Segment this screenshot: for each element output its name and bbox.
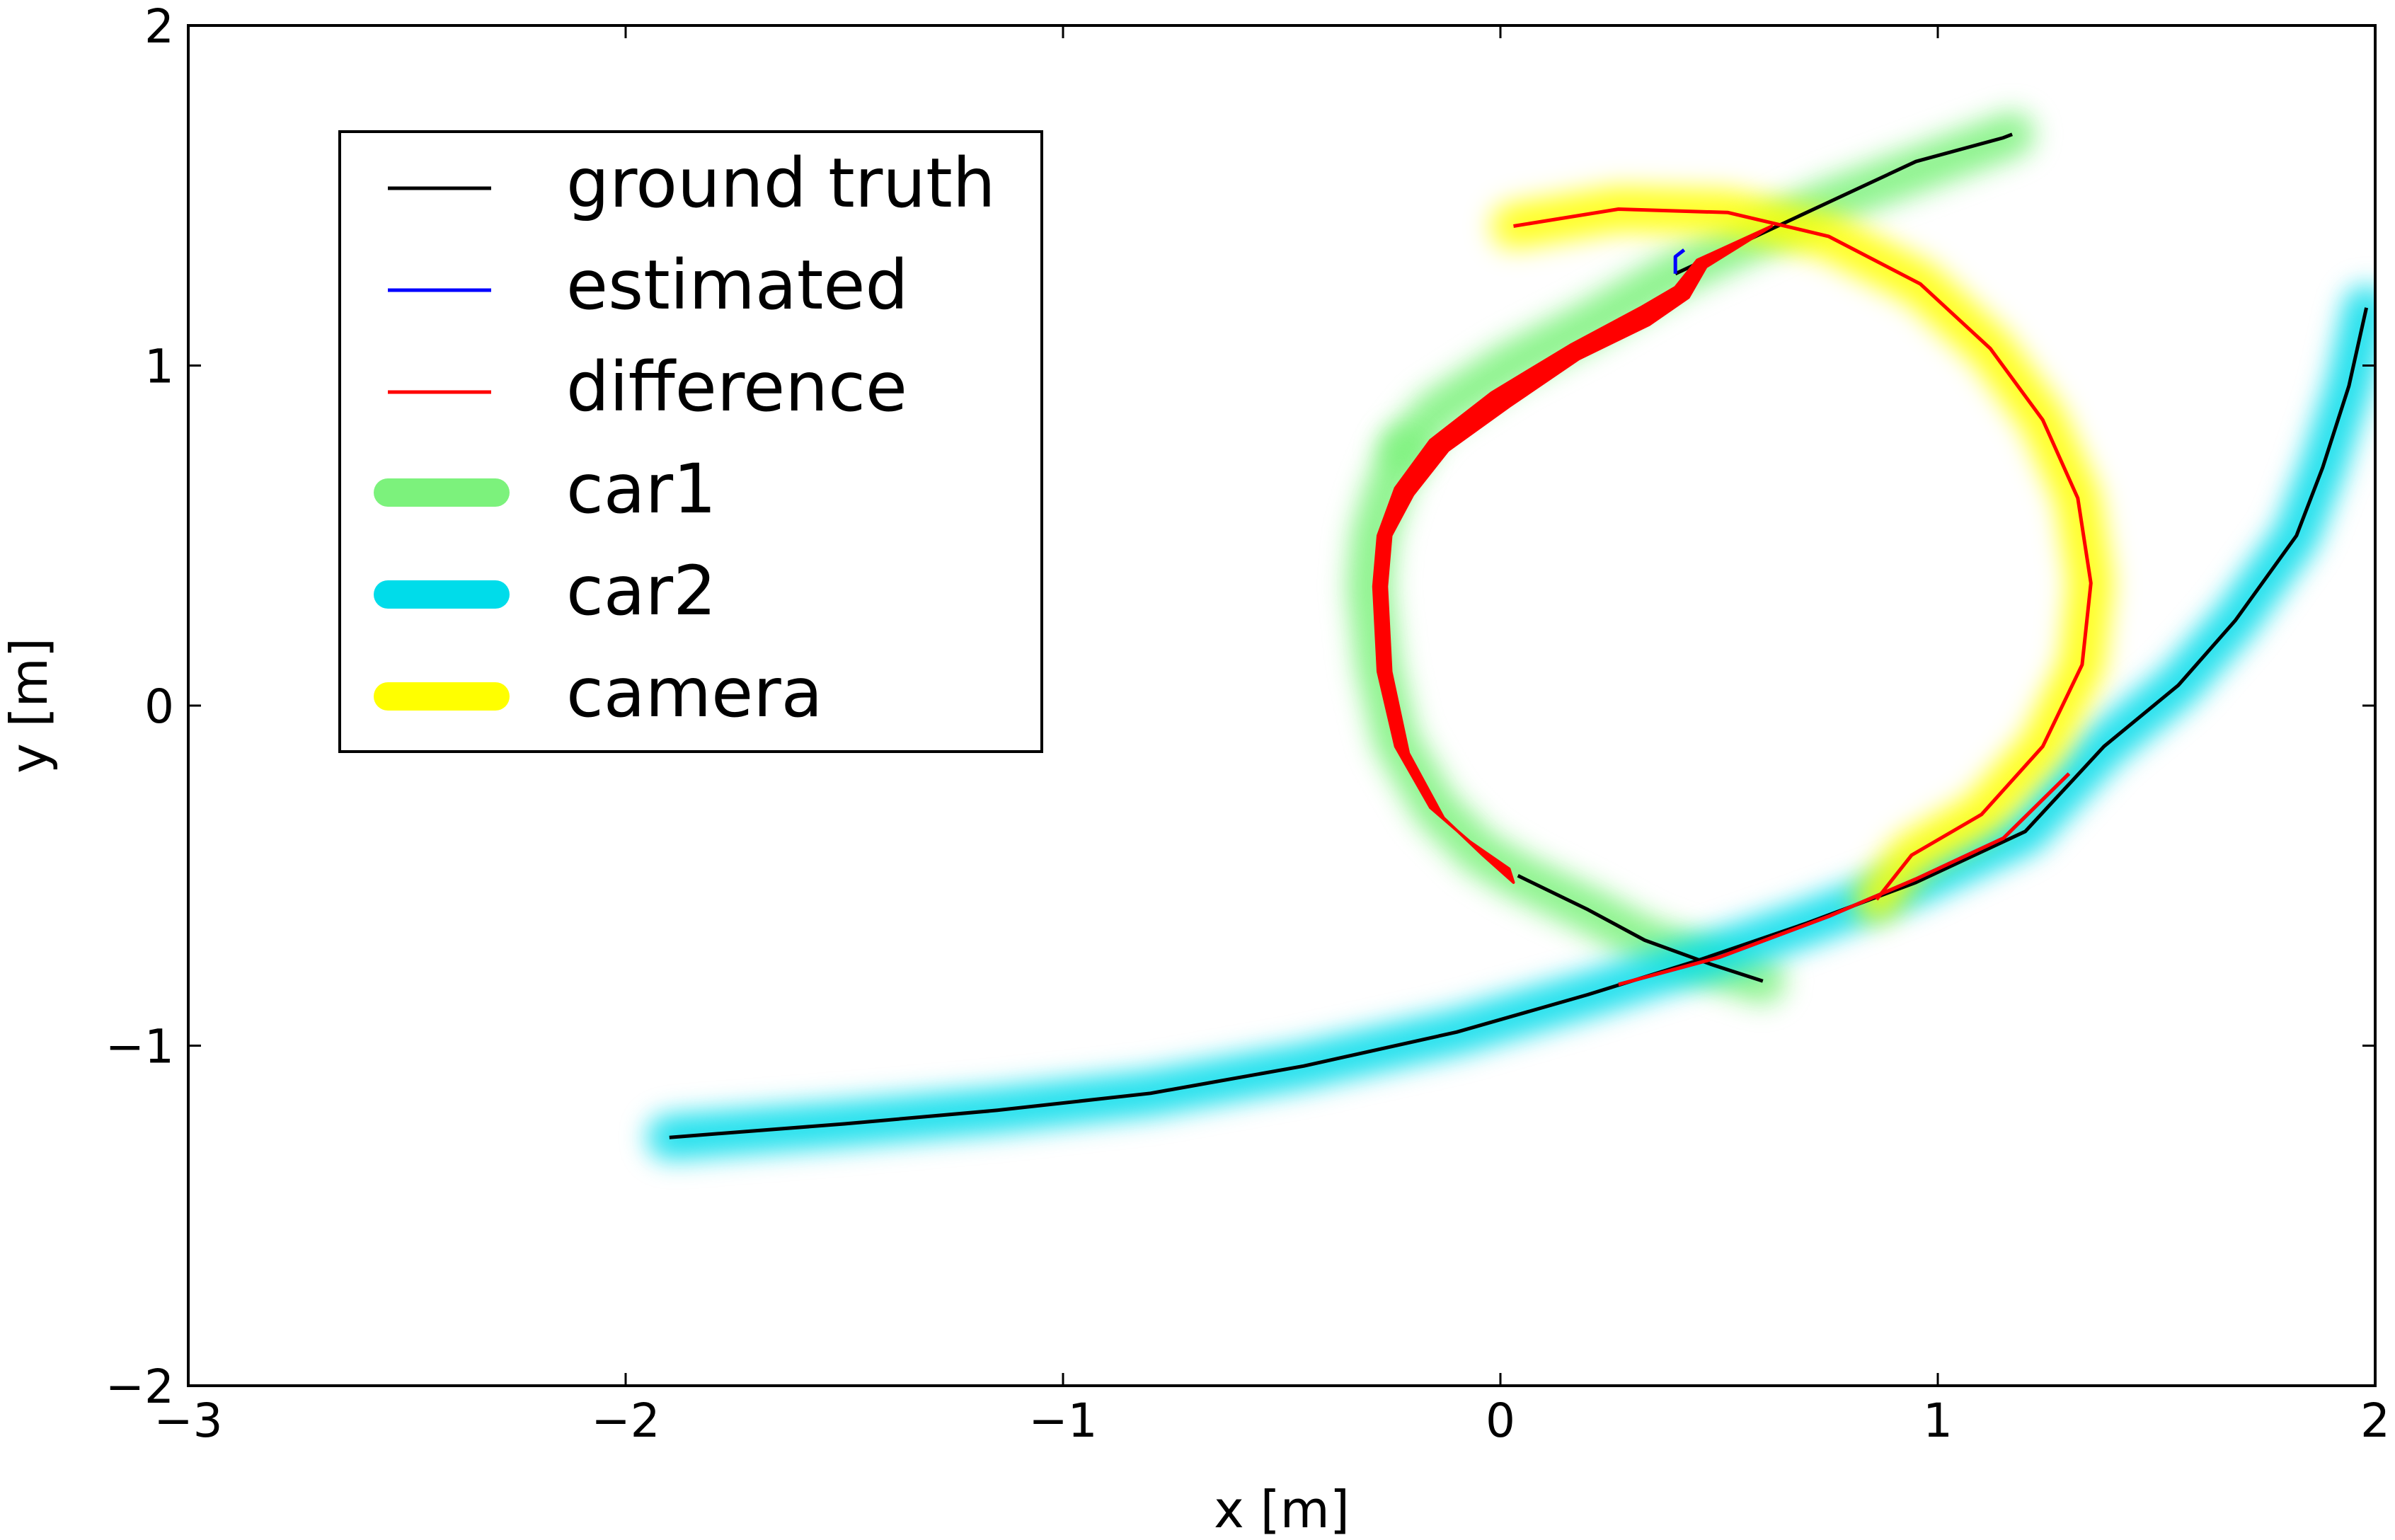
series-ground-truth-6 — [1675, 132, 2014, 276]
legend-item-ground-truth: ground truth — [388, 144, 996, 223]
x-tick-label: 1 — [1923, 1394, 1953, 1448]
legend-label: car1 — [566, 449, 716, 529]
legend-frame — [338, 130, 1043, 753]
y-tick-label: −1 — [105, 1020, 174, 1074]
legend-item-camera: camera — [374, 653, 822, 732]
x-tick-label: 0 — [1486, 1394, 1515, 1448]
x-axis-label: x [m] — [1214, 1480, 1350, 1539]
legend: ground truth estimated difference car1 car2 c… — [338, 130, 1043, 753]
series-estimated-8 — [1673, 248, 1686, 274]
series-difference-11 — [1372, 224, 1774, 884]
y-tick-label: 2 — [144, 0, 174, 54]
series-layer — [644, 109, 2375, 1163]
y-tick-label: 1 — [144, 340, 174, 394]
y-tick-label: 0 — [144, 679, 174, 734]
series-difference-10 — [1618, 772, 2071, 987]
legend-label: ground truth — [566, 144, 996, 223]
legend-item-car1: car1 — [374, 449, 716, 529]
legend-label: camera — [566, 653, 822, 732]
y-tick-label: −2 — [105, 1360, 174, 1414]
series-car1-0-core — [1392, 122, 2025, 463]
legend-label: car2 — [566, 551, 716, 631]
y-axis-label: y [m] — [0, 638, 59, 774]
x-tick-label: −1 — [1028, 1394, 1097, 1448]
series-ground-truth-5 — [1517, 874, 1764, 983]
legend-item-car2: car2 — [374, 551, 716, 631]
legend-label: difference — [566, 347, 907, 427]
legend-item-difference: difference — [388, 347, 907, 427]
x-tick-label: −2 — [591, 1394, 660, 1448]
legend-item-estimated: estimated — [388, 246, 908, 325]
x-tick-label: 2 — [2360, 1394, 2390, 1448]
x-tick-label: −3 — [154, 1394, 222, 1448]
legend-label: estimated — [566, 246, 908, 325]
series-car1-0 — [1379, 109, 2038, 476]
series-difference-9 — [1513, 207, 2093, 901]
